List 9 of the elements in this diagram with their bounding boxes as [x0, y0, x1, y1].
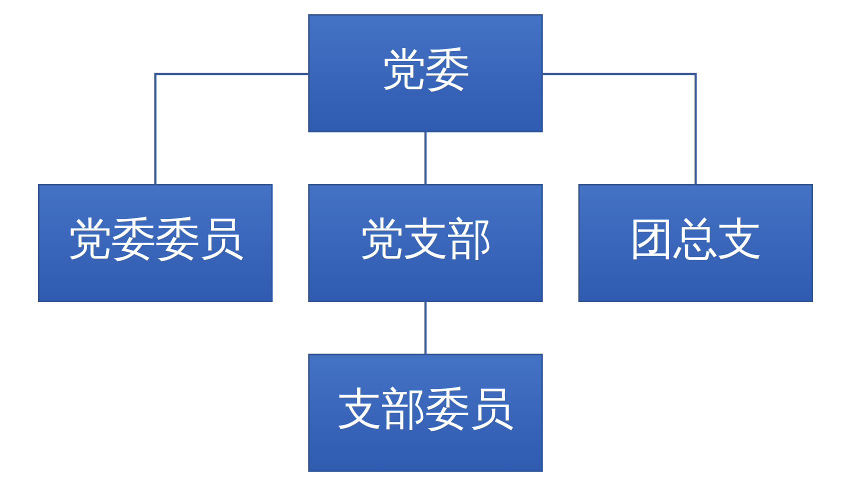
node-box: 党支部	[308, 183, 543, 302]
connector	[542, 72, 697, 184]
node-box: 团总支	[578, 183, 814, 302]
connector	[424, 300, 427, 354]
node-box: 党委	[308, 14, 543, 132]
connector	[424, 131, 427, 184]
connector	[154, 72, 309, 184]
node-box: 党委委员	[38, 183, 273, 302]
node-box: 支部委员	[308, 353, 543, 472]
